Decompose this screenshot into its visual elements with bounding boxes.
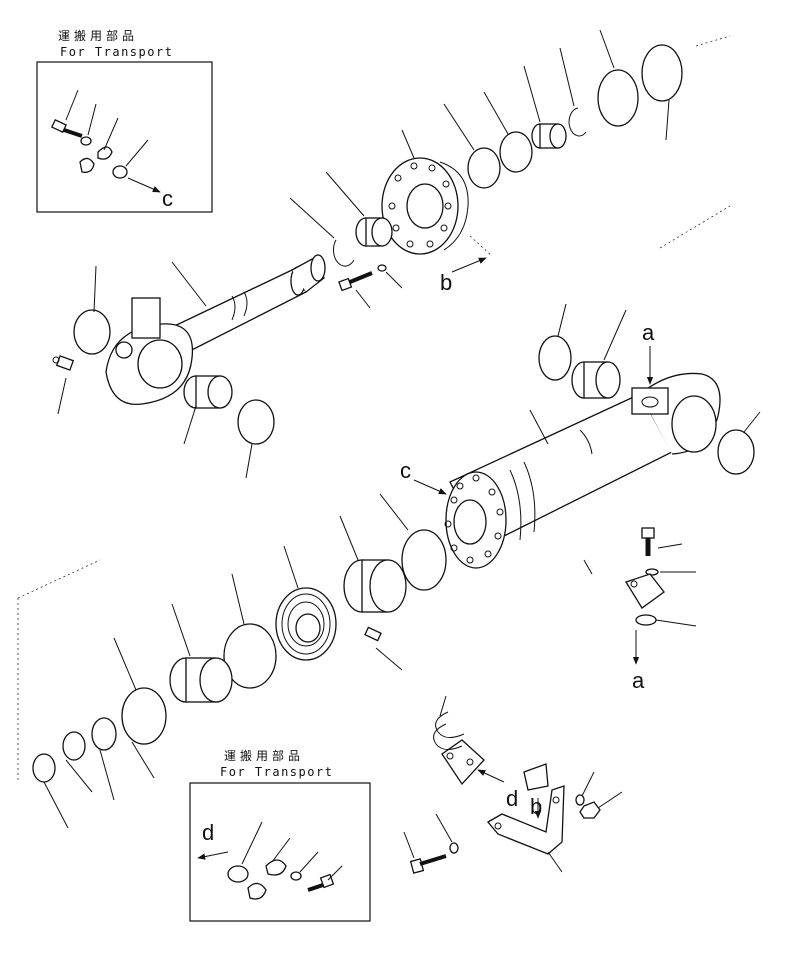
- transport-arrow-c: [127, 177, 161, 193]
- o-ring-small: [62, 731, 86, 761]
- bracket-bolt: [409, 854, 447, 874]
- transport-plug-icon: [112, 165, 128, 179]
- dust-seal-tube-left: [538, 335, 572, 381]
- transport-box-frame-bottom: [189, 782, 371, 922]
- transport-washer-icon: [80, 136, 92, 146]
- piston: [275, 587, 337, 661]
- tube-bottom-eye: [631, 372, 721, 455]
- snap-ring-rod: [333, 239, 355, 267]
- label-b-upper: b: [440, 270, 452, 295]
- arrow-b-upper: [451, 257, 487, 273]
- dust-seal-rod-left: [73, 309, 111, 355]
- piston-ring-large: [121, 687, 167, 745]
- arrow-c-cylinder: [413, 479, 447, 495]
- bushing-rod-end: [183, 375, 233, 409]
- piston-assembly: [32, 529, 447, 783]
- seal-ring-upper: [499, 131, 533, 173]
- cylinder-tube: [444, 372, 721, 569]
- transport-cap-icon: [227, 865, 249, 883]
- label-a-bottom: a: [632, 668, 645, 693]
- set-screw: [364, 626, 382, 642]
- bracket-clip: [523, 763, 549, 791]
- pipe-flange-top: [625, 573, 665, 609]
- label-b-lower: b: [530, 794, 542, 819]
- cylinder-head: [381, 157, 469, 255]
- tube-o-ring: [635, 614, 657, 626]
- transport-title-jp-bottom: 運搬用部品: [224, 748, 304, 763]
- wear-ring-2: [223, 623, 277, 689]
- piston-seal-band: [343, 559, 407, 613]
- head-washer: [377, 264, 387, 272]
- transport-bolt-icon: [51, 118, 83, 138]
- cushion-sleeve: [169, 657, 233, 703]
- snap-ring-small: [32, 753, 56, 783]
- transport-clamp-icon-bottom: [247, 859, 287, 900]
- bracket-washer-2: [575, 794, 585, 806]
- ring-set-upper: [467, 44, 683, 189]
- grease-fitting: [52, 355, 75, 371]
- clamp-bracket: [487, 785, 565, 855]
- pipe-flange-bottom: [441, 739, 485, 786]
- piston-nut: [355, 217, 393, 247]
- bushing-upper: [531, 123, 567, 149]
- wear-ring-1: [401, 529, 447, 591]
- transport-washer-icon-bottom: [290, 871, 302, 881]
- snap-ring-upper: [568, 107, 587, 137]
- rod-eye: [105, 297, 194, 406]
- bracket-nut: [579, 801, 601, 819]
- piston-rod: [105, 254, 326, 406]
- transport-label-d: d: [202, 820, 214, 845]
- u-bolt: [433, 711, 465, 750]
- dust-seal-upper: [467, 147, 501, 189]
- piston-ring-small: [91, 717, 117, 751]
- bracket-washer: [449, 842, 459, 854]
- transport-title-en: For Transport: [60, 45, 173, 59]
- transport-arrow-d: [197, 851, 229, 860]
- label-c-cylinder: c: [400, 458, 411, 483]
- transport-title-jp: 運搬用部品: [58, 28, 138, 43]
- backup-ring: [597, 69, 639, 127]
- tube-bolt: [641, 527, 655, 556]
- port-block: [631, 387, 669, 415]
- transport-box-top: 運搬用部品 For Transport c: [36, 28, 213, 213]
- transport-box-frame: [36, 61, 213, 213]
- transport-label-c: c: [162, 186, 173, 211]
- bushing-tube-end: [571, 361, 621, 399]
- dust-seal-rod-right: [237, 399, 275, 445]
- transport-bolt-icon-bottom: [307, 873, 335, 892]
- transport-clamp-icon: [79, 146, 113, 173]
- dust-seal-tube-right: [717, 429, 755, 475]
- transport-title-en-bottom: For Transport: [220, 765, 333, 779]
- label-a-top: a: [642, 320, 655, 345]
- tube-washer: [645, 568, 659, 576]
- arrow-d-bracket: [477, 769, 505, 783]
- head-bolt: [338, 271, 373, 292]
- o-ring-large: [641, 44, 683, 102]
- label-d-bracket: d: [506, 786, 518, 811]
- transport-box-bottom: 運搬用部品 For Transport d: [189, 748, 371, 922]
